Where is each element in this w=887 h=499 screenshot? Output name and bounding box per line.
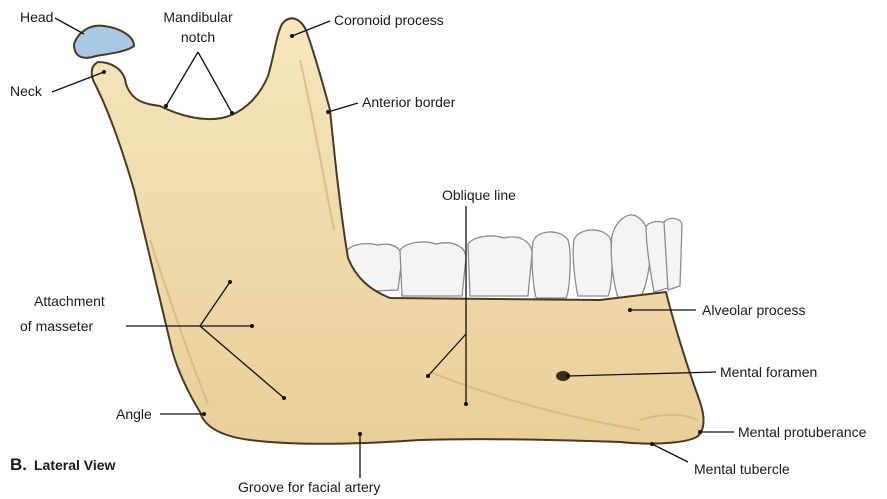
label-attachment-1: Attachment (34, 293, 105, 309)
label-alveolar-process: Alveolar process (702, 302, 806, 318)
label-mandibular-notch-1: Mandibular (163, 9, 233, 25)
leader-notch-left (166, 52, 198, 106)
mandible-bone (92, 18, 704, 443)
label-neck: Neck (10, 83, 43, 99)
condyle-head-cartilage (74, 26, 134, 58)
label-groove-facial-artery: Groove for facial artery (238, 479, 380, 495)
tooth-molar-1 (468, 236, 532, 296)
tooth-canine (611, 215, 650, 298)
tooth-molar-2 (400, 242, 466, 296)
caption-letter: B. (10, 455, 27, 474)
label-coronoid-process: Coronoid process (334, 12, 444, 28)
figure-caption: B. Lateral View (10, 455, 116, 474)
label-attachment-2: of masseter (20, 318, 93, 334)
label-mandibular-notch-2: notch (181, 29, 215, 45)
tooth-premolar-2 (532, 232, 570, 298)
label-mental-foramen: Mental foramen (720, 364, 817, 380)
leader-anterior-border (328, 103, 358, 112)
label-angle: Angle (116, 406, 152, 422)
label-anterior-border: Anterior border (362, 94, 456, 110)
leader-head (55, 18, 84, 34)
label-head: Head (20, 9, 53, 25)
caption-text: Lateral View (34, 457, 116, 473)
label-mental-tubercle: Mental tubercle (694, 461, 790, 477)
leader-mental-tubercle (652, 444, 688, 462)
leader-notch-right (198, 52, 232, 113)
label-oblique-line: Oblique line (442, 187, 516, 203)
teeth (346, 215, 682, 298)
tooth-premolar-1 (573, 230, 612, 296)
label-mental-protuberance: Mental protuberance (738, 424, 867, 440)
